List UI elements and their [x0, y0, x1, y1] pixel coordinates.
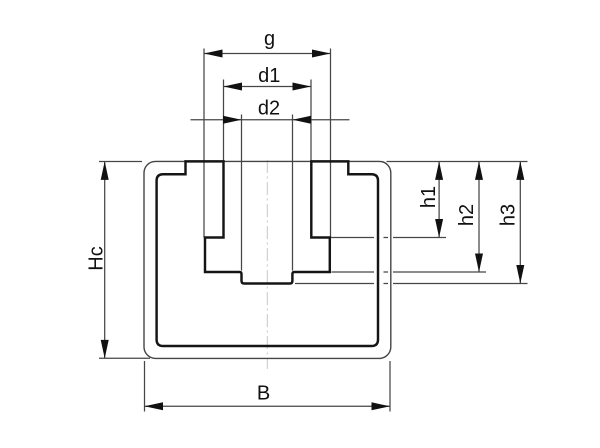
svg-text:d2: d2: [258, 97, 280, 119]
svg-text:Hc: Hc: [86, 246, 108, 270]
svg-text:g: g: [264, 28, 275, 50]
svg-text:B: B: [257, 383, 270, 405]
svg-text:h1: h1: [418, 186, 440, 208]
svg-text:h2: h2: [456, 204, 478, 226]
svg-text:d1: d1: [258, 65, 280, 87]
svg-text:h3: h3: [498, 204, 520, 226]
